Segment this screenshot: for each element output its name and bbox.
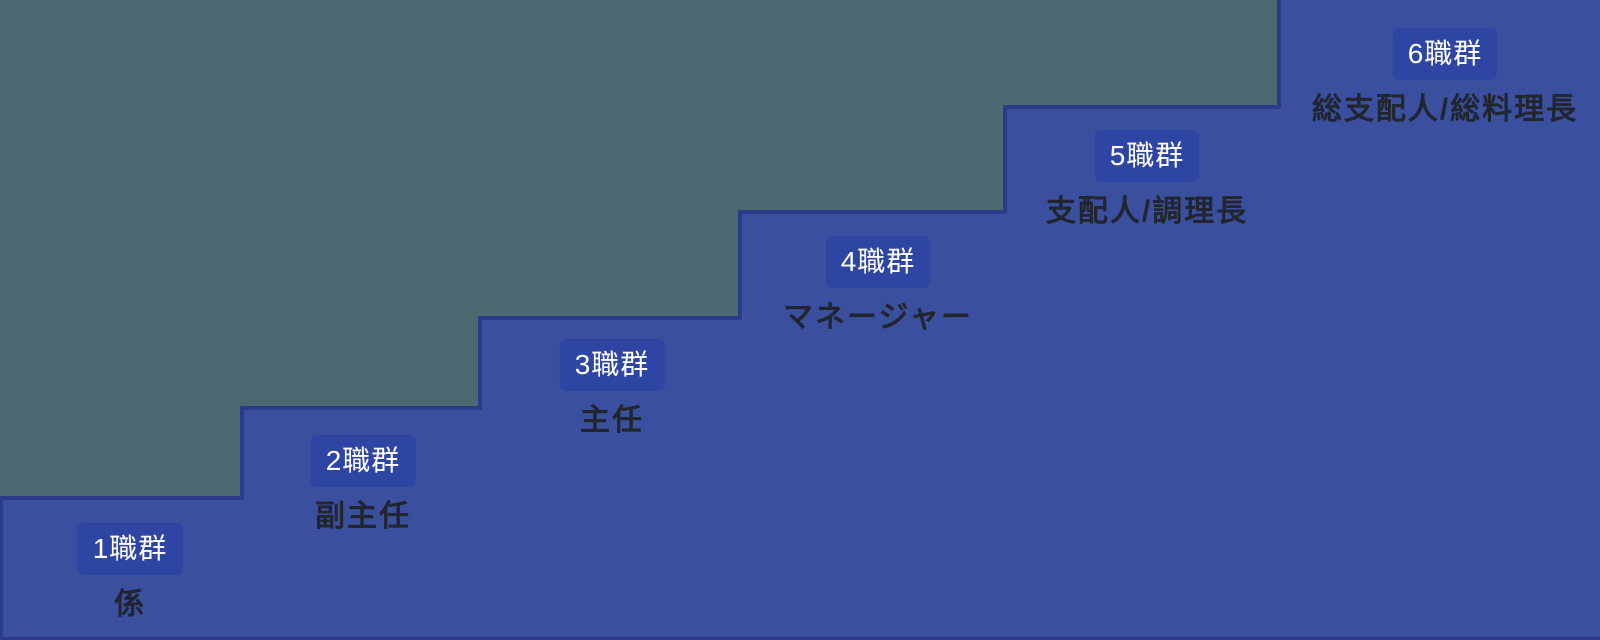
role-label-3: 主任 — [579, 404, 644, 437]
grade-badge-5: 5職群 — [1094, 130, 1200, 182]
step-label-4: 4職群 マネージャー — [783, 236, 973, 334]
step-label-6: 6職群 総支配人/総料理長 — [1312, 28, 1578, 126]
grade-badge-6: 6職群 — [1392, 28, 1498, 80]
grade-badge-2: 2職群 — [310, 435, 416, 487]
role-label-6: 総支配人/総料理長 — [1311, 93, 1579, 126]
grade-badge-3: 3職群 — [559, 339, 665, 391]
step-label-1: 1職群 係 — [77, 523, 183, 621]
role-label-5: 支配人/調理長 — [1045, 195, 1249, 228]
grade-badge-4: 4職群 — [825, 236, 931, 288]
step-label-3: 3職群 主任 — [559, 339, 665, 437]
step-label-5: 5職群 支配人/調理長 — [1046, 130, 1248, 228]
step-label-2: 2職群 副主任 — [310, 435, 416, 533]
role-label-4: マネージャー — [783, 301, 973, 334]
role-label-1: 係 — [113, 588, 146, 621]
role-label-2: 副主任 — [314, 500, 411, 533]
grade-badge-1: 1職群 — [77, 523, 183, 575]
